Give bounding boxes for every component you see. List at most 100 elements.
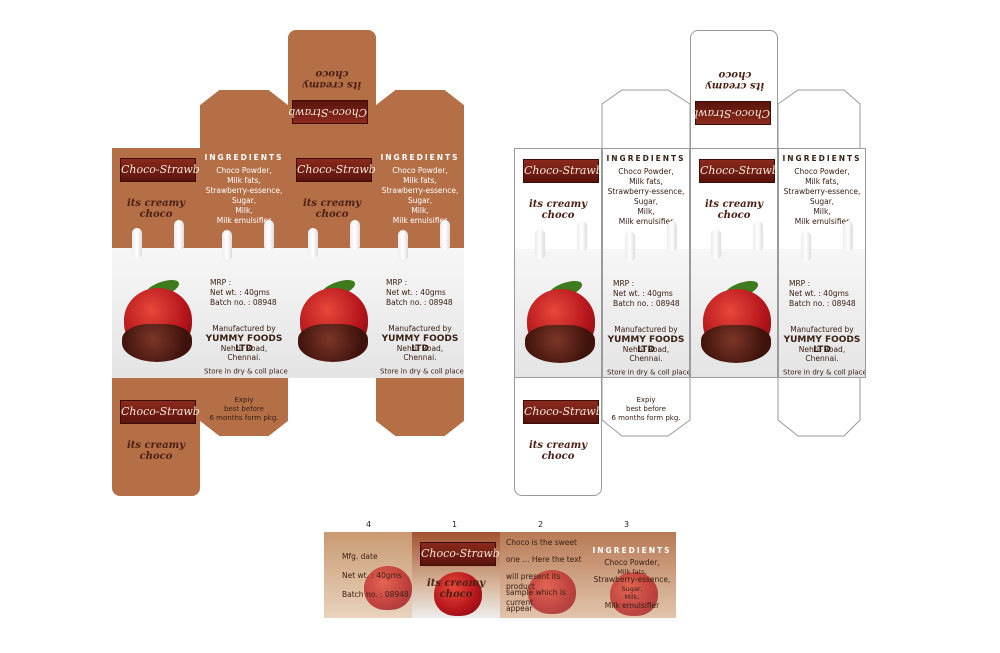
milk-drop	[667, 221, 677, 251]
bottom-flap-outlines	[601, 378, 861, 437]
milk-drop	[577, 221, 587, 251]
storage-note: Store in dry & coll place	[380, 367, 464, 376]
bottom-dust-flap	[601, 378, 691, 437]
ingredients-heading: INGREDIENTS	[592, 546, 672, 555]
front-panel: Choco-Strawbery its creamy choco	[112, 148, 200, 378]
brand-tagline: its creamy choco	[426, 578, 486, 600]
expiry-line: Expiy	[636, 396, 656, 404]
ingredients-line: Choco Powder,	[794, 167, 850, 176]
milk-splash	[603, 249, 689, 377]
brand-tagline: its creamy choco	[126, 440, 186, 462]
brand-logo: Choco-Strawbery	[296, 158, 376, 182]
milk-drop	[398, 230, 408, 260]
ingredients-line: Strawberry-essence,	[381, 186, 459, 195]
address-line: Nehru Road,	[220, 344, 268, 353]
ingredients-line: Milk fats,	[227, 176, 261, 185]
ingredients-line: Sugar,	[633, 197, 659, 206]
batch-number: Batch no. : 08948	[210, 298, 277, 307]
ingredients-line: Choco Powder,	[618, 167, 674, 176]
ingredients-line: Sugar,	[407, 196, 433, 205]
ingredients-line: Milk,	[637, 207, 655, 216]
bottom-dust-flap	[777, 378, 861, 437]
dust-flap-right	[777, 89, 861, 148]
strip-panel-4: Mfg. date Net wt. : 40gms Batch no. : 08…	[324, 532, 412, 618]
strip-panel-3: INGREDIENTS Choco Powder, Milk fats, Str…	[588, 532, 676, 618]
manufactured-by: Manufactured by	[790, 325, 854, 334]
brand-tagline: its creamy choco	[704, 199, 764, 221]
milk-drop	[535, 229, 545, 259]
ingredients-line: Milk emulsifier	[604, 601, 660, 610]
expiry-line: Expiy	[234, 396, 254, 404]
ingredients-line: Strawberry-essence,	[783, 187, 861, 196]
chocolate-dip	[701, 325, 771, 363]
top-tuck-flap: Choco-Strawbery its creamy choco	[690, 30, 778, 148]
milk-splash	[200, 248, 288, 378]
brand-tagline: its creamy choco	[302, 198, 362, 220]
strawberry-image	[434, 572, 482, 616]
description-line: Choco is the sweet	[506, 538, 577, 547]
description-line: will present its product	[506, 572, 561, 591]
net-weight: Net wt. : 40gms	[386, 288, 446, 297]
ingredients-panel: INGREDIENTS Choco Powder, Milk fats, Str…	[602, 148, 690, 378]
ingredients-line: Milk emulsifier	[216, 216, 272, 225]
brand-tagline: its creamy choco	[528, 440, 588, 462]
net-weight: Net wt. : 40gms	[342, 571, 402, 580]
net-weight: Net wt. : 40gms	[789, 289, 849, 298]
manufactured-by: Manufactured by	[212, 324, 276, 333]
top-tuck-flap: Choco-Strawbery its creamy choco	[288, 30, 376, 148]
ingredients-line: Milk emulsifier	[392, 216, 448, 225]
manufactured-by: Manufactured by	[388, 324, 452, 333]
address-line: Chennai.	[227, 353, 261, 362]
net-weight: Net wt. : 40gms	[210, 288, 270, 297]
bottom-dust-flap	[376, 378, 464, 436]
panel-number: 4	[366, 520, 372, 529]
panel-number: 2	[538, 520, 544, 529]
back-panel: Choco-Strawbery its creamy choco	[288, 148, 376, 378]
brand-tagline: its creamy choco	[528, 199, 588, 221]
description-line: one ... Here the text	[506, 555, 582, 564]
dust-flap-outlines	[601, 89, 861, 148]
address-line: Nehru Road,	[622, 345, 670, 354]
milk-splash	[779, 249, 865, 377]
ingredients-line: Choco Powder,	[604, 558, 660, 567]
brand-logo: Choco-Strawbery	[699, 159, 777, 183]
batch-number: Batch no. : 08948	[613, 299, 680, 308]
manufactured-by: Manufactured by	[614, 325, 678, 334]
ingredients-line: Milk fats,	[629, 177, 663, 186]
ingredients-line: Milk emulsifier	[618, 217, 674, 226]
address-line: Chennai.	[403, 353, 437, 362]
ingredients-line: Choco Powder,	[392, 166, 448, 175]
chocolate-dip	[525, 325, 595, 363]
brand-logo: Choco-Strawbery	[523, 400, 601, 424]
ingredients-heading: INGREDIENTS	[380, 153, 460, 162]
address-line: Chennai.	[805, 354, 839, 363]
company-name: YUMMY FOODS LTD	[205, 334, 283, 354]
ingredients-line: Choco Powder,	[216, 166, 272, 175]
mfg-date-label: Mfg. date	[342, 552, 378, 561]
expiry-line: best before	[224, 405, 264, 413]
side-panel: INGREDIENTS Choco Powder, Milk fats, Str…	[376, 148, 464, 378]
front-panel: Choco-Strawbery its creamy choco	[514, 148, 602, 378]
bottom-dust-flap: Expiy best before 6 months form pkg.	[200, 378, 288, 436]
brand-tagline: its creamy choco	[302, 68, 362, 90]
storage-note: Store in dry & coll place	[204, 367, 288, 376]
milk-drop	[308, 228, 318, 258]
company-name: YUMMY FOODS LTD	[381, 334, 459, 354]
address-line: Chennai.	[629, 354, 663, 363]
ingredients-heading: INGREDIENTS	[782, 154, 862, 163]
address-line: Nehru Road,	[396, 344, 444, 353]
chocolate-dip	[122, 324, 192, 362]
brand-logo: Choco-Strawbery	[523, 159, 601, 183]
strawberry-image	[528, 570, 576, 614]
mrp-label: MRP :	[210, 278, 232, 287]
bottom-tuck-flap: Choco-Strawbery its creamy choco	[112, 378, 200, 496]
strip-panel-2: Choco is the sweet one ... Here the text…	[500, 532, 588, 618]
milk-drop	[132, 228, 142, 258]
expiry-line: 6 months form pkg.	[611, 414, 681, 422]
ingredients-line: Sugar,	[621, 585, 643, 593]
mrp-label: MRP :	[613, 279, 635, 288]
brand-logo: Choco-Strawbery	[420, 542, 500, 566]
description-line: sample which is current	[506, 588, 566, 607]
net-weight: Net wt. : 40gms	[613, 289, 673, 298]
chocolate-dip	[298, 324, 368, 362]
